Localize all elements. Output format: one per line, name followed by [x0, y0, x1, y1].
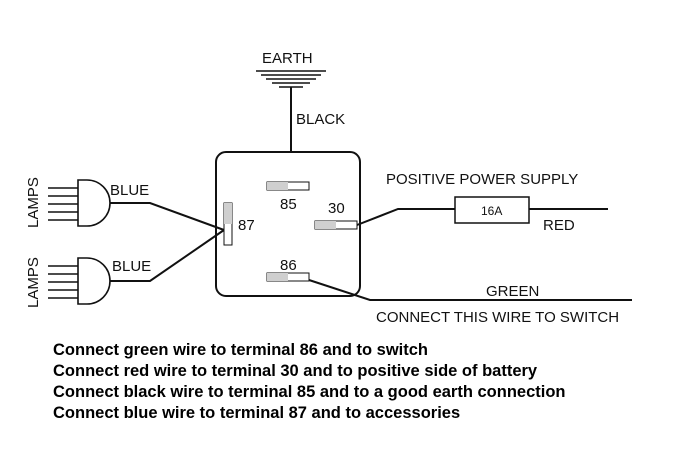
- terminal-30-shade: [315, 221, 336, 229]
- fuse-body: [454, 196, 530, 224]
- terminal-85-label: 85: [280, 196, 297, 213]
- earth-label: EARTH: [262, 50, 313, 67]
- instruction-blue: Connect blue wire to terminal 87 and to …: [53, 404, 461, 422]
- lamps-label-top: LAMPS: [25, 177, 42, 228]
- blue-wire-top: [109, 202, 225, 231]
- green-label: GREEN: [486, 283, 539, 300]
- instruction-red: Connect red wire to terminal 30 and to p…: [53, 362, 538, 380]
- terminal-85-shade: [267, 182, 288, 190]
- fuse-rating-label: 16A: [481, 204, 502, 218]
- red-label: RED: [543, 217, 575, 234]
- green-wire: [308, 279, 632, 301]
- instruction-black: Connect black wire to terminal 85 and to…: [53, 383, 566, 401]
- red-wire: [356, 208, 455, 226]
- blue-label-bottom: BLUE: [112, 258, 151, 275]
- blue-label-top: BLUE: [110, 182, 149, 199]
- positive-supply-label: POSITIVE POWER SUPPLY: [386, 171, 578, 188]
- terminal-87-shade: [224, 203, 232, 224]
- blue-wire-bottom: [109, 229, 225, 282]
- connect-switch-label: CONNECT THIS WIRE TO SWITCH: [376, 309, 619, 326]
- lamp-top-icon: [48, 179, 111, 227]
- earth-symbol-icon: [256, 70, 326, 88]
- terminal-86-label: 86: [280, 257, 297, 274]
- lamp-bottom-icon: [48, 257, 111, 305]
- instruction-green: Connect green wire to terminal 86 and to…: [53, 341, 428, 359]
- terminal-86-shade: [267, 273, 288, 281]
- terminal-87-label: 87: [238, 217, 255, 234]
- black-label: BLACK: [296, 111, 345, 128]
- terminal-30-label: 30: [328, 200, 345, 217]
- lamps-label-bottom: LAMPS: [25, 257, 42, 308]
- instruction-list: Connect green wire to terminal 86 and to…: [53, 340, 566, 424]
